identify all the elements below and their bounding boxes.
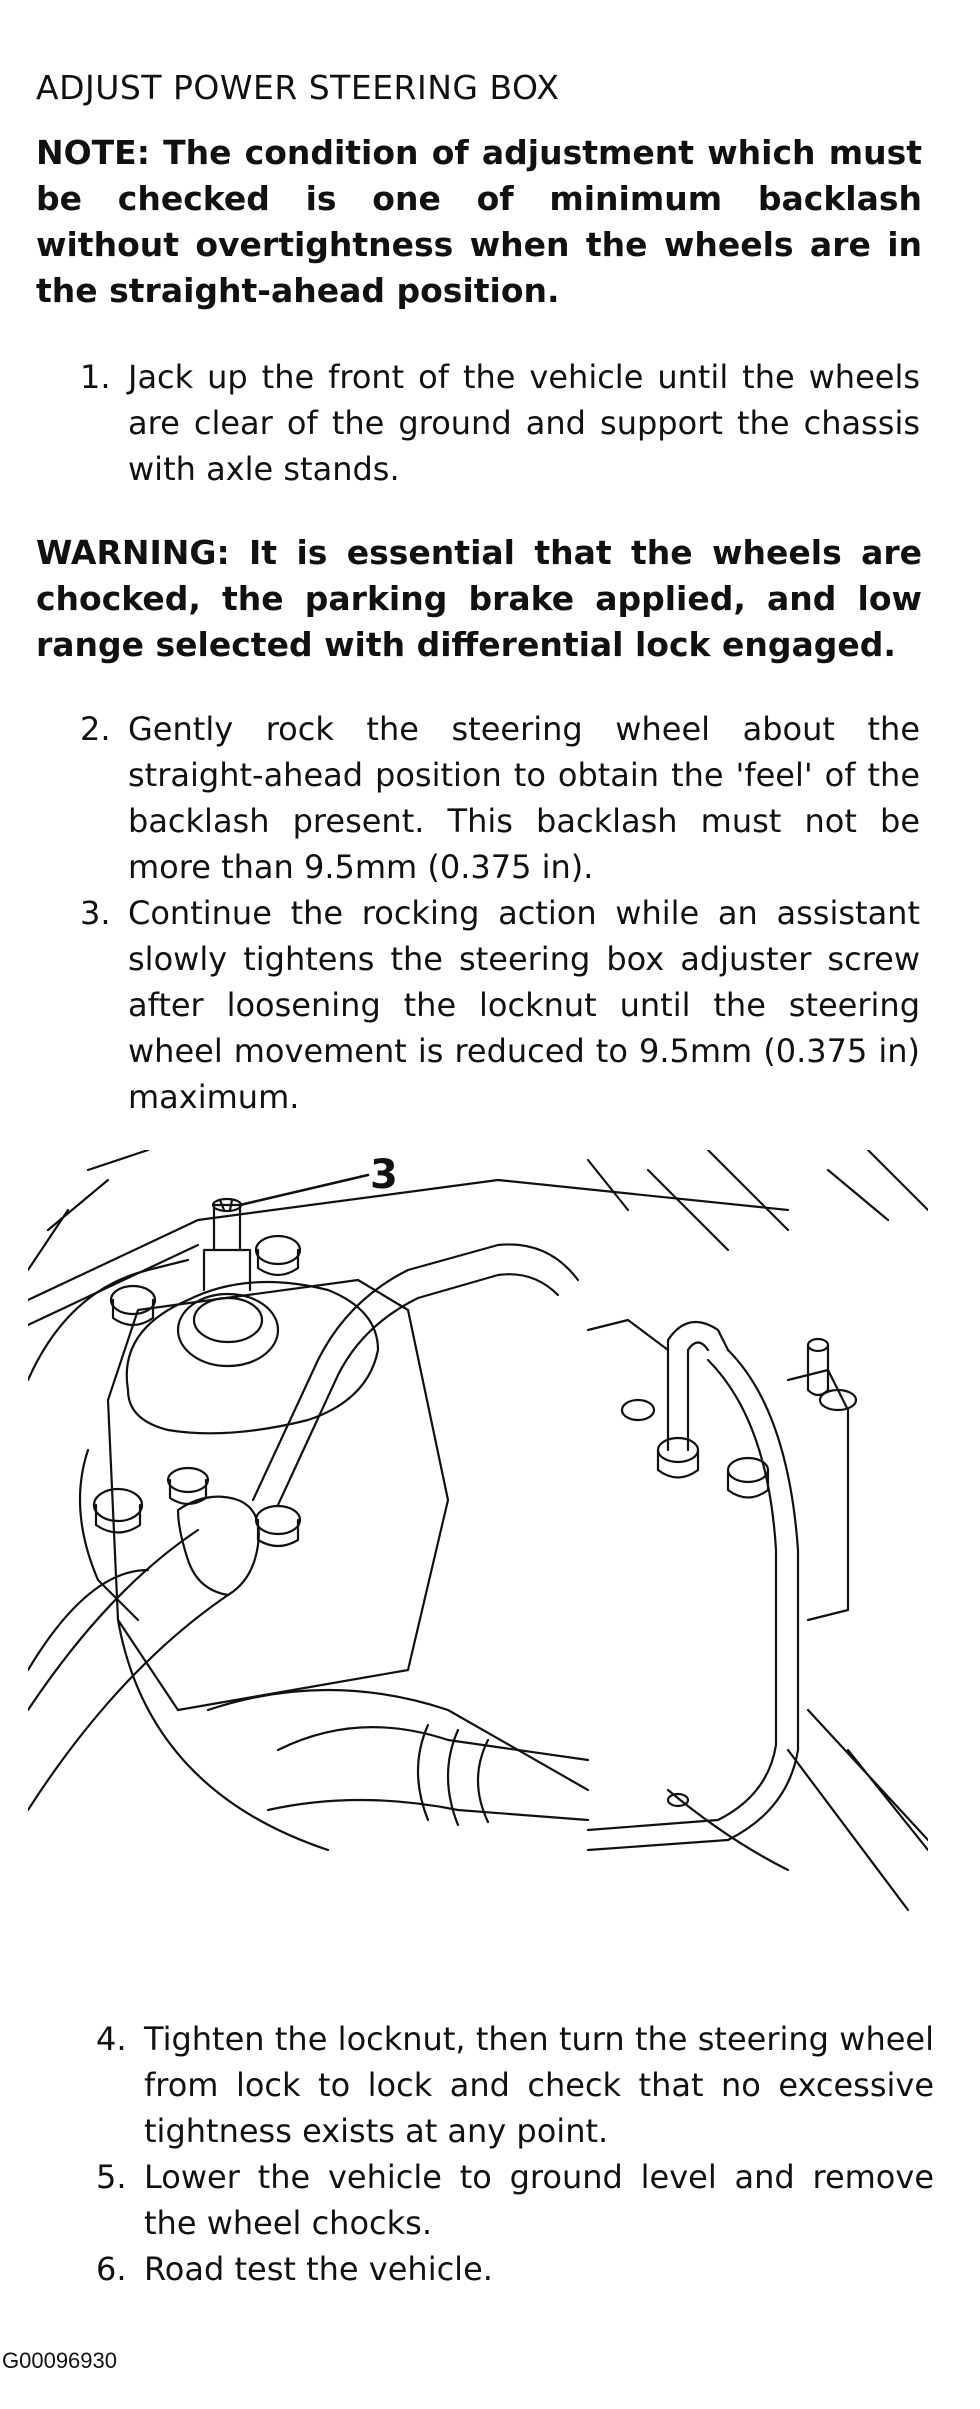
step-text: Gently rock the steering wheel about the…	[128, 710, 920, 886]
step-item: 2. Gently rock the steering wheel about …	[80, 706, 920, 890]
step-text: Road test the vehicle.	[144, 2250, 493, 2288]
step-text: Lower the vehicle to ground level and re…	[144, 2158, 934, 2242]
procedure-steps-2: 2. Gently rock the steering wheel about …	[80, 706, 920, 1120]
step-item: 6. Road test the vehicle.	[96, 2246, 934, 2292]
step-number: 5.	[96, 2158, 127, 2196]
section-title: ADJUST POWER STEERING BOX	[36, 68, 560, 107]
step-number: 3.	[80, 894, 111, 932]
step-number: 4.	[96, 2020, 127, 2058]
step-text: Tighten the locknut, then turn the steer…	[144, 2020, 934, 2150]
procedure-steps-1: 1. Jack up the front of the vehicle unti…	[80, 354, 920, 492]
step-item: 4. Tighten the locknut, then turn the st…	[96, 2016, 934, 2154]
step-number: 6.	[96, 2250, 127, 2288]
callout-label: 3	[370, 1152, 398, 1198]
document-code: G00096930	[2, 2348, 117, 2373]
warning-paragraph: WARNING: It is essential that the wheels…	[36, 533, 922, 664]
step-item: 1. Jack up the front of the vehicle unti…	[80, 354, 920, 492]
step-item: 3. Continue the rocking action while an …	[80, 890, 920, 1120]
step-item: 5. Lower the vehicle to ground level and…	[96, 2154, 934, 2246]
step-number: 1.	[80, 358, 111, 396]
step-number: 2.	[80, 710, 111, 748]
step-text: Continue the rocking action while an ass…	[128, 894, 920, 1116]
note-paragraph: NOTE: The condition of adjustment which …	[36, 133, 922, 310]
steering-box-illustration: 3	[28, 1150, 928, 1912]
procedure-steps-3: 4. Tighten the locknut, then turn the st…	[96, 2016, 934, 2292]
step-text: Jack up the front of the vehicle until t…	[128, 358, 920, 488]
